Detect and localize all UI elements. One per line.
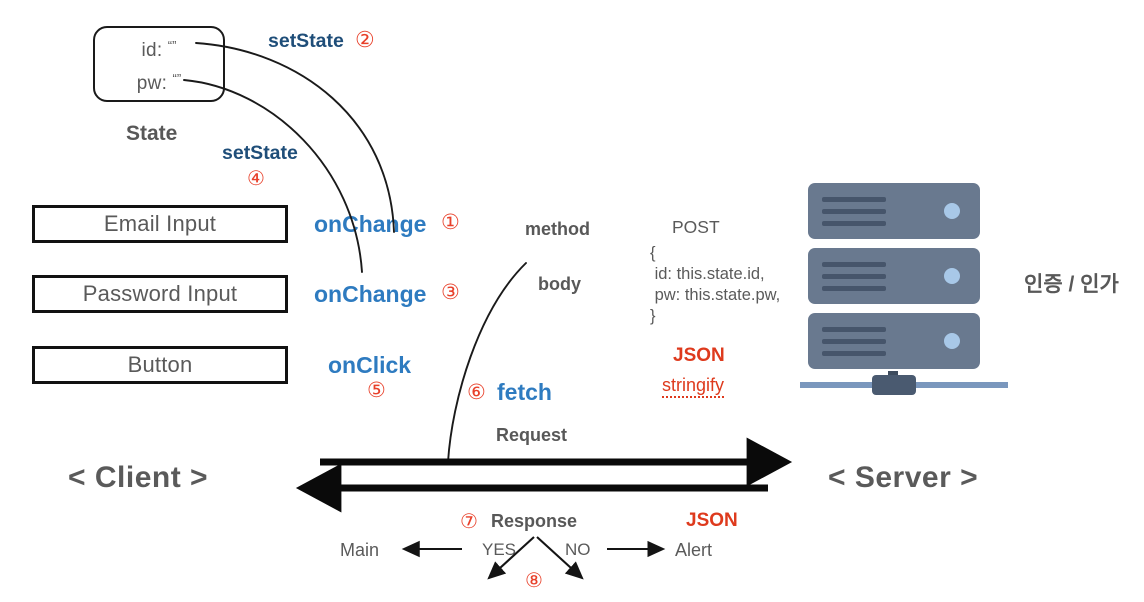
- server-status-led: [944, 333, 960, 349]
- state-key-pw: pw:: [136, 73, 168, 94]
- server-rack-line: [822, 274, 886, 279]
- onchange-label-1: onChange: [314, 211, 427, 237]
- response-label: Response: [491, 511, 578, 531]
- submit-button-label: Button: [127, 352, 193, 377]
- step-marker-8: ⑧: [525, 570, 543, 592]
- fetch-method-key: method: [525, 219, 590, 239]
- server-rack-line: [822, 286, 886, 291]
- branch-target-alert: Alert: [675, 540, 713, 560]
- fetch-body-value: { id: this.state.id, pw: this.state.pw, …: [650, 244, 781, 325]
- server-rack-unit: [808, 313, 980, 369]
- server-rack-line: [822, 209, 886, 214]
- server-caption: 인증 / 인가: [1024, 273, 1119, 296]
- server-rack-line: [822, 221, 886, 226]
- step-marker-1: ①: [441, 211, 460, 234]
- state-label: State: [126, 122, 178, 145]
- onclick-label-5: onClick: [328, 352, 412, 378]
- step-marker-6: ⑥: [467, 381, 486, 404]
- curve-state-id-to-onchange: [195, 42, 395, 233]
- state-value-id: “”: [167, 38, 177, 53]
- server-rack-line: [822, 339, 886, 344]
- server-status-led: [944, 203, 960, 219]
- fetch-body-key: body: [538, 274, 581, 294]
- email-input-box[interactable]: Email Input: [32, 205, 288, 243]
- step-marker-7: ⑦: [460, 511, 478, 533]
- server-rack-line: [822, 327, 886, 332]
- email-input-label: Email Input: [103, 211, 217, 236]
- server-illustration: [800, 183, 1008, 395]
- password-input-box[interactable]: Password Input: [32, 275, 288, 313]
- server-rack-line: [822, 262, 886, 267]
- state-row: pw: “”: [95, 71, 223, 95]
- fetch-label: fetch: [497, 379, 552, 405]
- server-rack-unit: [808, 248, 980, 304]
- password-input-label: Password Input: [82, 281, 238, 306]
- server-rack-unit: [808, 183, 980, 239]
- state-row: id: “”: [95, 38, 223, 62]
- step-marker-5: ⑤: [367, 379, 386, 402]
- server-status-led: [944, 268, 960, 284]
- setstate-label-4: setState: [222, 142, 298, 164]
- step-marker-4: ④: [247, 168, 265, 190]
- stringify-label: stringify: [662, 375, 725, 398]
- submit-button-box[interactable]: Button: [32, 346, 288, 384]
- step-marker-2: ②: [355, 27, 375, 52]
- branch-no-label: NO: [565, 540, 591, 559]
- server-section-title: < Server >: [828, 461, 979, 494]
- server-plug: [872, 375, 916, 395]
- branch-yes-label: YES: [482, 540, 517, 559]
- state-key-id: id:: [141, 40, 163, 61]
- client-section-title: < Client >: [68, 461, 209, 494]
- server-rack-line: [822, 197, 886, 202]
- onchange-label-3: onChange: [314, 281, 427, 307]
- curve-state-pw-to-onchange: [183, 79, 363, 273]
- stringify-text: stringify: [662, 375, 725, 398]
- setstate-label-2: setState: [268, 30, 344, 52]
- fetch-method-value: POST: [672, 217, 720, 237]
- json-label: JSON: [673, 345, 725, 366]
- request-label: Request: [496, 425, 568, 445]
- server-rack-line: [822, 351, 886, 356]
- branch-target-main: Main: [340, 540, 380, 560]
- response-format-label: JSON: [686, 510, 738, 531]
- state-box: id: “” pw: “”: [93, 26, 225, 102]
- state-value-pw: “”: [172, 71, 182, 86]
- step-marker-3: ③: [441, 281, 460, 304]
